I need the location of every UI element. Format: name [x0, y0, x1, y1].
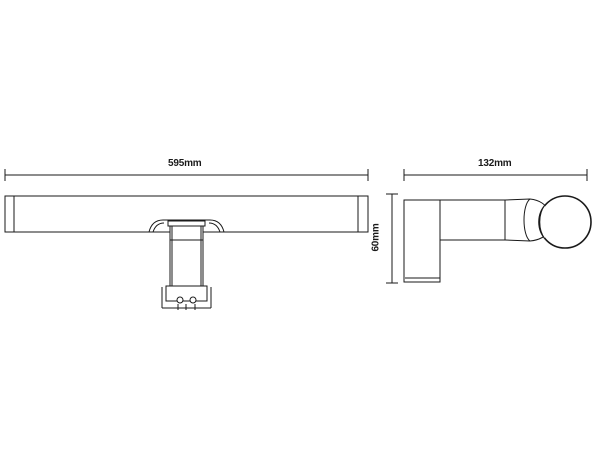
front-width-dimension — [4, 169, 369, 181]
side-depth-dimension — [403, 169, 588, 181]
fixture-side-view — [403, 195, 592, 283]
front-width-label: 595mm — [168, 158, 202, 169]
side-height-dimension — [386, 193, 398, 284]
mounting-bracket-front — [148, 219, 225, 310]
side-depth-label: 132mm — [478, 158, 512, 169]
side-height-label: 60mm — [370, 223, 382, 252]
